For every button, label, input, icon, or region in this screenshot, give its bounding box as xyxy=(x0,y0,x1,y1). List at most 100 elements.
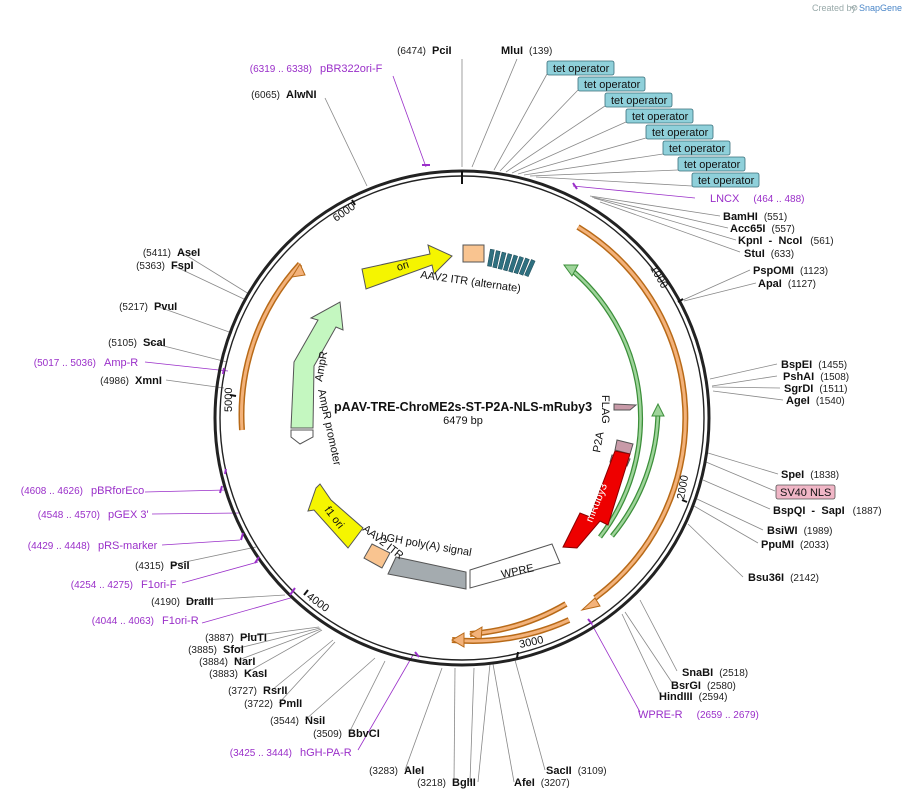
site-alwni: AlwNI(6065) xyxy=(251,89,316,101)
tick-label-1000: 1000 xyxy=(647,264,670,291)
site-ppumi: PpuMI(2033) xyxy=(761,539,829,551)
tet-operator-stripe xyxy=(513,256,524,275)
primer-range: (4254 .. 4275) xyxy=(71,580,133,591)
tet-operator-label: tet operator xyxy=(684,159,741,171)
site-spei: SpeI(1838) xyxy=(781,469,839,481)
primer-name: F1ori-R xyxy=(162,615,199,627)
tet-operator-stripe xyxy=(497,251,507,270)
site-name-secondary: NcoI xyxy=(778,235,802,247)
site-name: SpeI xyxy=(781,469,804,481)
primer-prs-marker: pRS-marker(4429 .. 4448) xyxy=(28,540,158,552)
site-name: PshAI xyxy=(783,371,814,383)
site-position: (2580) xyxy=(707,681,736,692)
site-fspi: FspI(5363) xyxy=(136,260,194,272)
site-position: (3884) xyxy=(199,657,228,668)
site-pshai: PshAI (1508) xyxy=(783,371,849,383)
site-name: AgeI xyxy=(786,395,810,407)
site-afei: AfeI(3207) xyxy=(514,777,570,789)
tet-operator-box xyxy=(625,108,694,124)
tick-label-5000: 5000 xyxy=(223,388,235,412)
site-position: (3722) xyxy=(244,699,273,710)
site-name: NsiI xyxy=(305,715,325,727)
tet-operator-label: tet operator xyxy=(632,111,689,123)
site-name: BsiWI xyxy=(767,525,798,537)
credit-brand: SnapGene xyxy=(859,3,902,13)
tet-operator-label: tet operator xyxy=(553,63,610,75)
site-pcii: PciI(6474) xyxy=(397,45,451,57)
tet-operator-stripe xyxy=(487,248,495,267)
site-name: XmnI xyxy=(135,375,162,387)
hgh-polya-feature xyxy=(387,556,467,590)
site-position: (1455) xyxy=(818,360,847,371)
site-agei: AgeI (1540) xyxy=(786,395,845,407)
tet-operator-stripe xyxy=(508,254,518,273)
site-position: (4315) xyxy=(135,561,164,572)
ori-label: ori xyxy=(395,259,410,274)
site-name: StuI xyxy=(744,248,765,260)
site-position: (3283) xyxy=(369,766,398,777)
primer-name: pBR322ori-F xyxy=(320,63,383,75)
site-name: AseI xyxy=(177,247,200,259)
aav2-itr-alt-box xyxy=(462,244,485,263)
primer-hgh-pa-r: hGH-PA-R(3425 .. 3444) xyxy=(230,747,352,759)
site-name: ScaI xyxy=(143,337,166,349)
tet-operator-stripe xyxy=(503,253,513,272)
tet-operator-label: tet operator xyxy=(669,143,726,155)
flag-label: FLAG xyxy=(599,395,611,424)
ampr-feature xyxy=(290,301,344,429)
site-position: (3883) xyxy=(209,669,238,680)
site-position: (1511) xyxy=(819,384,847,395)
site-position: (1887) xyxy=(853,506,882,517)
site-position: (4190) xyxy=(151,597,180,608)
tet-operator-box xyxy=(645,124,714,140)
site-sgrdi: SgrDI(1511) xyxy=(784,383,848,395)
tet-operator-box xyxy=(577,76,646,92)
site-name: FspI xyxy=(171,260,194,272)
site-name: SacII xyxy=(546,765,572,777)
site-position: (139) xyxy=(529,46,552,57)
site-name: PciI xyxy=(432,45,452,57)
site-bsu36i: Bsu36I(2142) xyxy=(748,572,819,584)
site-name: PvuI xyxy=(154,301,177,313)
site-bbvci: BbvCI(3509) xyxy=(313,728,380,740)
site-acc65i: Acc65I(557) xyxy=(730,223,795,235)
site-position: (5411) xyxy=(143,248,171,259)
site-bsiwi: BsiWI(1989) xyxy=(767,525,832,537)
site-bglii: BglII(3218) xyxy=(417,777,476,789)
primer-name: pGEX 3' xyxy=(108,509,149,521)
site-name: KasI xyxy=(244,668,267,680)
site-position: (1127) xyxy=(788,279,816,290)
primer-range: (464 .. 488) xyxy=(753,194,804,205)
site-sacii: SacII(3109) xyxy=(546,765,607,777)
site-name: BbvCI xyxy=(348,728,380,740)
leader-lines xyxy=(147,58,784,783)
site-name: BspEI xyxy=(781,359,812,371)
site-name: PluTI xyxy=(240,632,267,644)
primer-pgex-3-: pGEX 3'(4548 .. 4570) xyxy=(38,509,149,521)
primer-marks xyxy=(219,164,593,658)
snapgene-logo-icon: ⟲ xyxy=(850,3,858,13)
site-hindiii: HindIII(2594) xyxy=(659,691,728,703)
site-position: (1540) xyxy=(816,396,845,407)
site-name: AleI xyxy=(404,765,424,777)
tet-operator-box xyxy=(546,60,615,76)
site-name: PmlI xyxy=(279,698,302,710)
site-alei: AleI (3283) xyxy=(369,765,424,777)
tick-marks xyxy=(229,171,688,659)
site-pvui: PvuI (5217) xyxy=(119,301,177,313)
site-name: PspOMI xyxy=(753,265,794,277)
plasmid-length: 6479 bp xyxy=(443,415,483,427)
site-position: (1508) xyxy=(820,372,849,383)
primer-pbr322ori-f: pBR322ori-F(6319 .. 6338) xyxy=(250,63,383,75)
ampr-promoter-arrow xyxy=(290,429,314,445)
site-name: Acc65I xyxy=(730,223,765,235)
site-name: BamHI xyxy=(723,211,758,223)
primer-range: (3425 .. 3444) xyxy=(230,748,292,759)
site-kpni: KpnI-NcoI(561) xyxy=(738,235,834,247)
site-position: (5217) xyxy=(119,302,148,313)
tick-label-3000: 3000 xyxy=(518,634,544,651)
ampr-label: AmpR xyxy=(313,350,330,382)
tet-operator-label: tet operator xyxy=(698,175,755,187)
tet-operator-box xyxy=(604,92,673,108)
site-position: (633) xyxy=(771,249,794,260)
